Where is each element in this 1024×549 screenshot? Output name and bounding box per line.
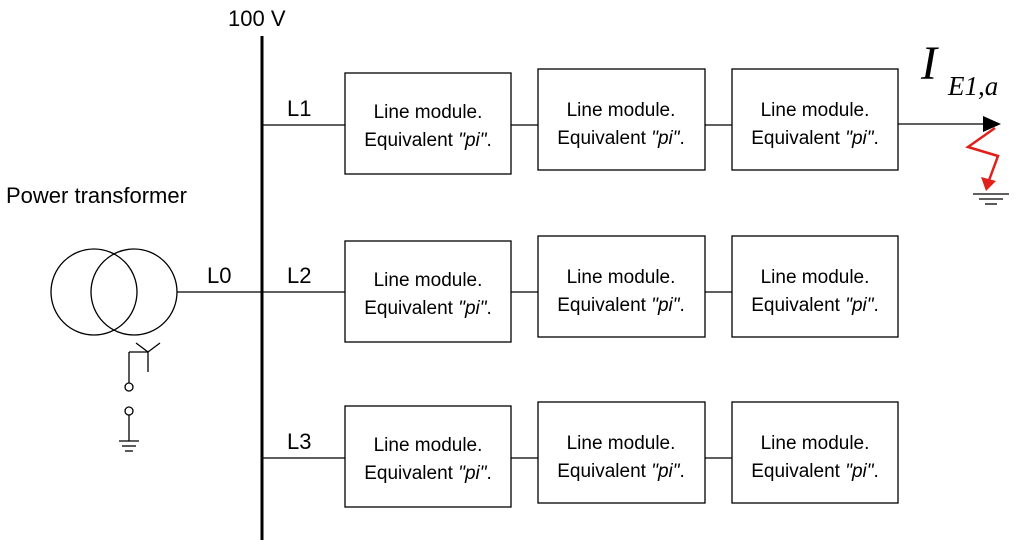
line-label: L2 xyxy=(287,263,311,288)
module-title: Line module. xyxy=(761,267,870,288)
line-module-box xyxy=(344,405,512,508)
module-title: Line module. xyxy=(567,267,676,288)
feeder-l0-label: L0 xyxy=(207,263,231,288)
module-title: Line module. xyxy=(374,270,483,291)
module-title: Line module. xyxy=(567,100,676,121)
line-module-box xyxy=(344,72,512,175)
fault-lightning-icon xyxy=(965,126,1009,205)
line-module-box xyxy=(731,235,899,338)
module-subtitle: Equivalent "pi". xyxy=(751,128,879,149)
module-title: Line module. xyxy=(761,100,870,121)
line-l3: L3 Line module. Equivalent "pi". Line mo… xyxy=(262,401,899,508)
line-module-box xyxy=(537,401,706,504)
module-title: Line module. xyxy=(567,433,676,454)
line-label: L1 xyxy=(287,96,311,121)
line-module-box xyxy=(731,401,899,504)
line-l2: L2 Line module. Equivalent "pi". Line mo… xyxy=(262,235,899,343)
current-arrow-icon xyxy=(983,116,1001,132)
fault-current-label: I E1,a xyxy=(920,37,998,101)
module-title: Line module. xyxy=(761,433,870,454)
module-subtitle: Equivalent "pi". xyxy=(557,461,685,482)
module-title: Line module. xyxy=(374,435,483,456)
svg-text:I: I xyxy=(920,37,939,90)
module-subtitle: Equivalent "pi". xyxy=(364,130,492,151)
line-l1: L1 Line module. Equivalent "pi". Line mo… xyxy=(262,68,1001,175)
line-module-box xyxy=(344,240,512,343)
module-subtitle: Equivalent "pi". xyxy=(751,461,879,482)
transformer-label: Power transformer xyxy=(6,183,187,208)
line-module-box xyxy=(731,68,899,171)
svg-text:E1,a: E1,a xyxy=(947,71,998,101)
module-title: Line module. xyxy=(374,102,483,123)
line-module-box xyxy=(537,235,706,338)
module-subtitle: Equivalent "pi". xyxy=(364,463,492,484)
module-subtitle: Equivalent "pi". xyxy=(557,128,685,149)
line-module-box xyxy=(537,68,706,171)
bus-voltage-label: 100 V xyxy=(228,6,286,31)
line-label: L3 xyxy=(287,429,311,454)
module-subtitle: Equivalent "pi". xyxy=(557,295,685,316)
module-subtitle: Equivalent "pi". xyxy=(364,298,492,319)
module-subtitle: Equivalent "pi". xyxy=(751,295,879,316)
transformer-icon xyxy=(50,248,178,452)
